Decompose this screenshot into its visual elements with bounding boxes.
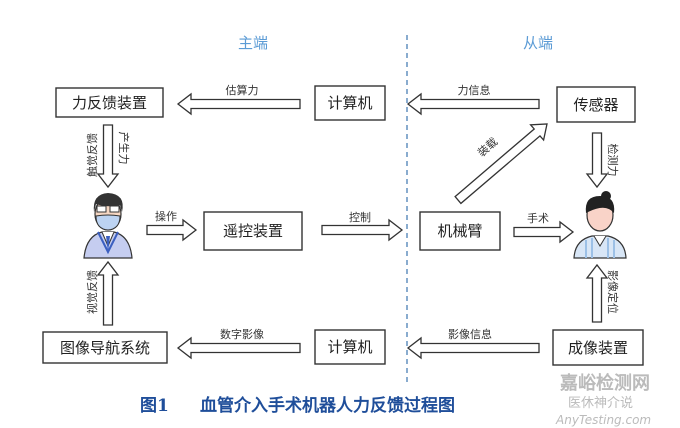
arrow-force-info [406, 92, 540, 116]
arrow-mount [454, 123, 548, 205]
box-image-navigation-system: 图像导航系统 [42, 331, 168, 364]
box-robot-arm: 机械臂 [419, 211, 501, 251]
box-label: 计算机 [327, 338, 372, 356]
label-generate-force: 产生力 [117, 132, 131, 165]
label-image-positioning: 影像定位 [606, 270, 620, 314]
box-label: 传感器 [573, 96, 618, 114]
label-force-info: 力信息 [458, 83, 491, 97]
watermark-account: 医休神介说 [568, 396, 633, 411]
arrow-image-info [406, 336, 540, 360]
label-detect-force: 检测力 [606, 144, 620, 177]
arrow-control [321, 218, 404, 242]
watermark-site: 嘉峪检测网 [559, 372, 650, 394]
arrow-visual-feedback [96, 260, 120, 326]
arrow-tactile-feedback [96, 124, 120, 189]
arrow-digital-image [176, 336, 301, 360]
box-label: 成像装置 [568, 339, 628, 357]
label-control: 控制 [349, 210, 371, 224]
label-image-info: 影像信息 [448, 327, 492, 341]
box-label: 力反馈装置 [72, 94, 147, 112]
arrow-operate [146, 218, 198, 242]
label-operate: 操作 [155, 209, 177, 223]
arrow-surgery [513, 220, 575, 244]
box-remote-control-device: 遥控装置 [203, 211, 303, 251]
master-side-label: 主端 [238, 34, 268, 52]
caption-title: 血管介入手术机器人力反馈过程图 [200, 395, 455, 416]
slave-side-label: 从端 [523, 34, 553, 52]
box-label: 机械臂 [437, 222, 482, 240]
caption-figure-number: 图1 [140, 396, 169, 416]
box-label: 遥控装置 [223, 222, 283, 240]
surgeon-figure [83, 193, 133, 259]
label-surgery: 手术 [527, 211, 549, 225]
box-force-feedback-device: 力反馈装置 [55, 87, 164, 118]
patient-figure [573, 191, 627, 259]
label-mount: 装载 [475, 135, 500, 159]
label-visual-feedback: 视觉反馈 [85, 270, 99, 314]
box-sensor: 传感器 [556, 86, 636, 123]
label-estimated-force: 估算力 [226, 83, 259, 97]
arrows [96, 92, 609, 360]
watermark-url: AnyTesting.com [555, 413, 651, 427]
box-imaging-device: 成像装置 [552, 329, 644, 366]
box-label: 图像导航系统 [60, 339, 150, 357]
arrow-image-positioning [585, 263, 609, 323]
label-digital-image: 数字影像 [220, 327, 264, 341]
box-computer-bottom: 计算机 [314, 329, 386, 365]
arrow-estimated-force [176, 92, 301, 116]
box-computer-top: 计算机 [314, 85, 386, 121]
box-label: 计算机 [327, 94, 372, 112]
label-tactile-feedback: 触觉反馈 [85, 133, 99, 177]
arrow-detect-force [585, 132, 609, 189]
